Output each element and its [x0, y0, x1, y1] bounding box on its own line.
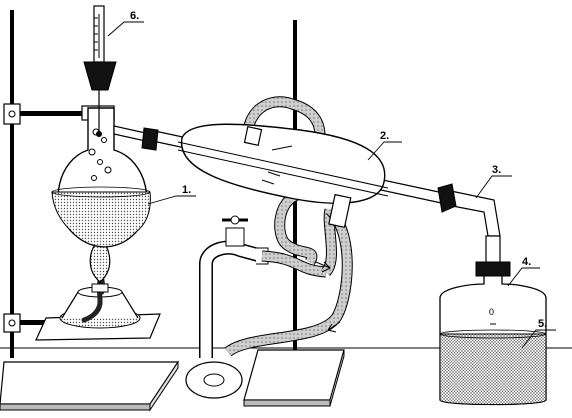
label-thermometer: 6. — [130, 10, 139, 22]
distillate-liquid — [440, 334, 546, 405]
flask-liquid — [52, 192, 150, 247]
condenser — [148, 124, 448, 227]
label-adapter: 3. — [492, 164, 501, 176]
receiver-stopper — [476, 262, 510, 276]
condenser-adapter-joint — [438, 184, 456, 212]
thermometer-stopper — [84, 62, 116, 90]
label-distillate: 5. — [538, 318, 547, 330]
label-flask: 1. — [182, 184, 191, 196]
label-condenser: 2. — [380, 130, 389, 142]
flask-condenser-joint — [142, 128, 158, 150]
receiver-zero-mark: 0 — [489, 307, 494, 317]
distillation-flask — [52, 108, 150, 247]
label-receiver: 4. — [522, 256, 531, 268]
